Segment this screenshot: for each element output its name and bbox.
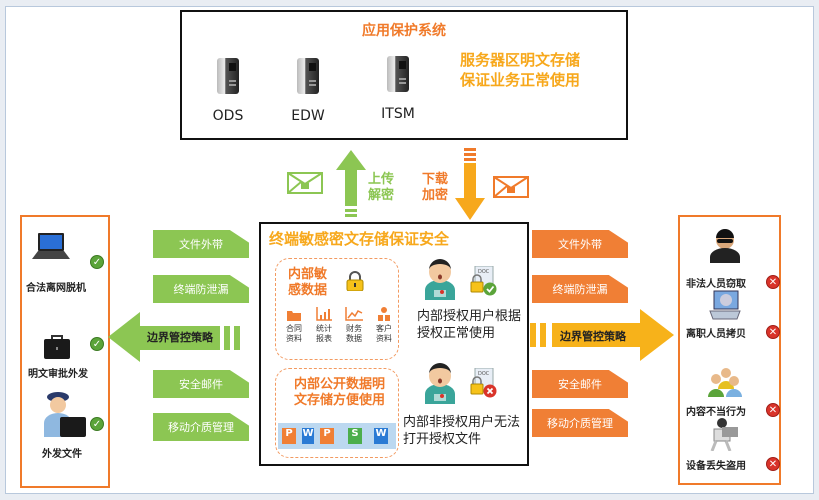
allowed-check-icon: ✓ [90,417,104,431]
users-icon [370,307,398,321]
right-item-label: 内容不当行为 [686,407,746,418]
server-ods: ODS [198,58,258,124]
server-itsm: ITSM [368,56,428,122]
server-edw: EDW [278,58,338,124]
briefcase-icon [44,335,70,359]
download-encrypt-label: 下载 加密 [422,172,449,203]
thief-icon [710,418,738,451]
tag-terminal-dlp: 终端防泄漏 [153,275,249,303]
tag-terminal-dlp: 终端防泄漏 [532,275,628,303]
left-item-label: 明文审批外发 [28,369,88,380]
sensitive-data-panel: 内部敏 感数据 合同 资料 统计 报表 财务 数据 [275,258,399,360]
laptop-icon [32,233,70,259]
spreadsheet-file-icon: S [348,428,362,444]
data-item-report: 统计 报表 [310,307,338,344]
blocked-x-icon: ✕ [766,325,780,339]
tag-file-carry: 文件外带 [532,230,628,258]
data-item-finance: 财务 数据 [340,307,368,344]
public-file-strip: P W P S W [278,423,396,449]
upload-decrypt-label: 上传 解密 [368,172,395,203]
tag-file-carry: 文件外带 [153,230,249,258]
blocked-x-icon: ✕ [766,275,780,289]
bar-chart-icon [310,307,338,321]
group-icon [708,368,742,397]
svg-text:DOC: DOC [478,269,490,275]
ppt-file-icon: P [282,428,296,444]
lock-icon [346,271,364,291]
word-file-icon: W [374,428,388,444]
sensitive-data-items: 合同 资料 统计 报表 财务 数据 客户 资料 [280,307,398,344]
tag-removable-media: 移动介质管理 [532,409,628,437]
tag-secure-mail: 安全邮件 [532,370,628,398]
unauthorized-user-desc: 内部非授权用户无法 打开授权文件 [403,415,521,447]
line-chart-icon [340,307,368,321]
word-file-icon: W [302,428,314,444]
left-item-label: 外发文件 [42,449,82,460]
folder-icon [280,307,308,321]
right-blocked-box: 非法人员窃取 ✕ 离职人员拷贝 ✕ 内容不当行为 ✕ 设备丢失盗用 ✕ [678,215,781,485]
upload-arrow-icon [336,150,366,217]
app-protection-box: 应用保护系统 ODS EDW ITSM 服务器区明文存储 保证业务正常使用 [180,10,628,140]
authorized-user-desc: 内部授权用户根据 授权正常使用 [417,309,522,341]
right-policy-arrow-icon [530,309,674,361]
blocked-x-icon: ✕ [766,403,780,417]
left-policy-label: 边界管控策略 [147,331,213,344]
public-data-title: 内部公开数据明 文存储方便使用 [294,377,386,408]
terminal-title: 终端敏感密文存储保证安全 [269,230,450,248]
server-icon [297,58,319,94]
open-envelope-icon [287,172,323,194]
tag-secure-mail: 安全邮件 [153,370,249,398]
doc-locked-icon: DOC [470,368,497,398]
blocked-x-icon: ✕ [766,457,780,471]
allowed-check-icon: ✓ [90,337,104,351]
allowed-check-icon: ✓ [90,255,104,269]
data-item-contract: 合同 资料 [280,307,308,344]
left-allowed-box: ✓ 合法离网脱机 ✓ 明文审批外发 ✓ 外发文件 [20,215,110,488]
right-policy-label: 边界管控策略 [560,330,626,343]
right-item-label: 设备丢失盗用 [686,461,746,472]
tag-removable-media: 移动介质管理 [153,413,249,441]
hacker-icon [710,229,740,263]
unauthorized-user-avatar-icon [425,363,455,404]
app-protection-title: 应用保护系统 [362,23,446,39]
download-arrow-icon [455,148,485,220]
authorized-user-avatar-icon [425,259,455,300]
left-item-label: 合法离网脱机 [26,283,86,294]
left-policy-arrow-icon [108,312,240,362]
server-label: EDW [291,108,325,124]
server-label: ITSM [381,106,415,122]
sensitive-data-title: 内部敏 感数据 [288,267,328,298]
officer-icon [44,392,86,437]
ppt-file-icon: P [320,428,334,444]
disk-copy-icon [709,290,741,320]
right-item-label: 离职人员拷贝 [686,329,746,340]
server-label: ODS [212,108,244,124]
doc-unlocked-icon: DOC [470,266,497,296]
locked-envelope-icon [493,176,529,198]
public-data-panel: 内部公开数据明 文存储方便使用 P W P S W [275,368,399,458]
right-item-label: 非法人员窃取 [686,279,746,290]
server-icon [387,56,409,92]
svg-text:DOC: DOC [478,371,490,377]
data-item-customer: 客户 资料 [370,307,398,344]
server-slogan: 服务器区明文存储 保证业务正常使用 [460,51,581,89]
terminal-storage-box: 终端敏感密文存储保证安全 内部敏 感数据 合同 资料 统计 报表 财务 [259,222,529,466]
server-icon [217,58,239,94]
